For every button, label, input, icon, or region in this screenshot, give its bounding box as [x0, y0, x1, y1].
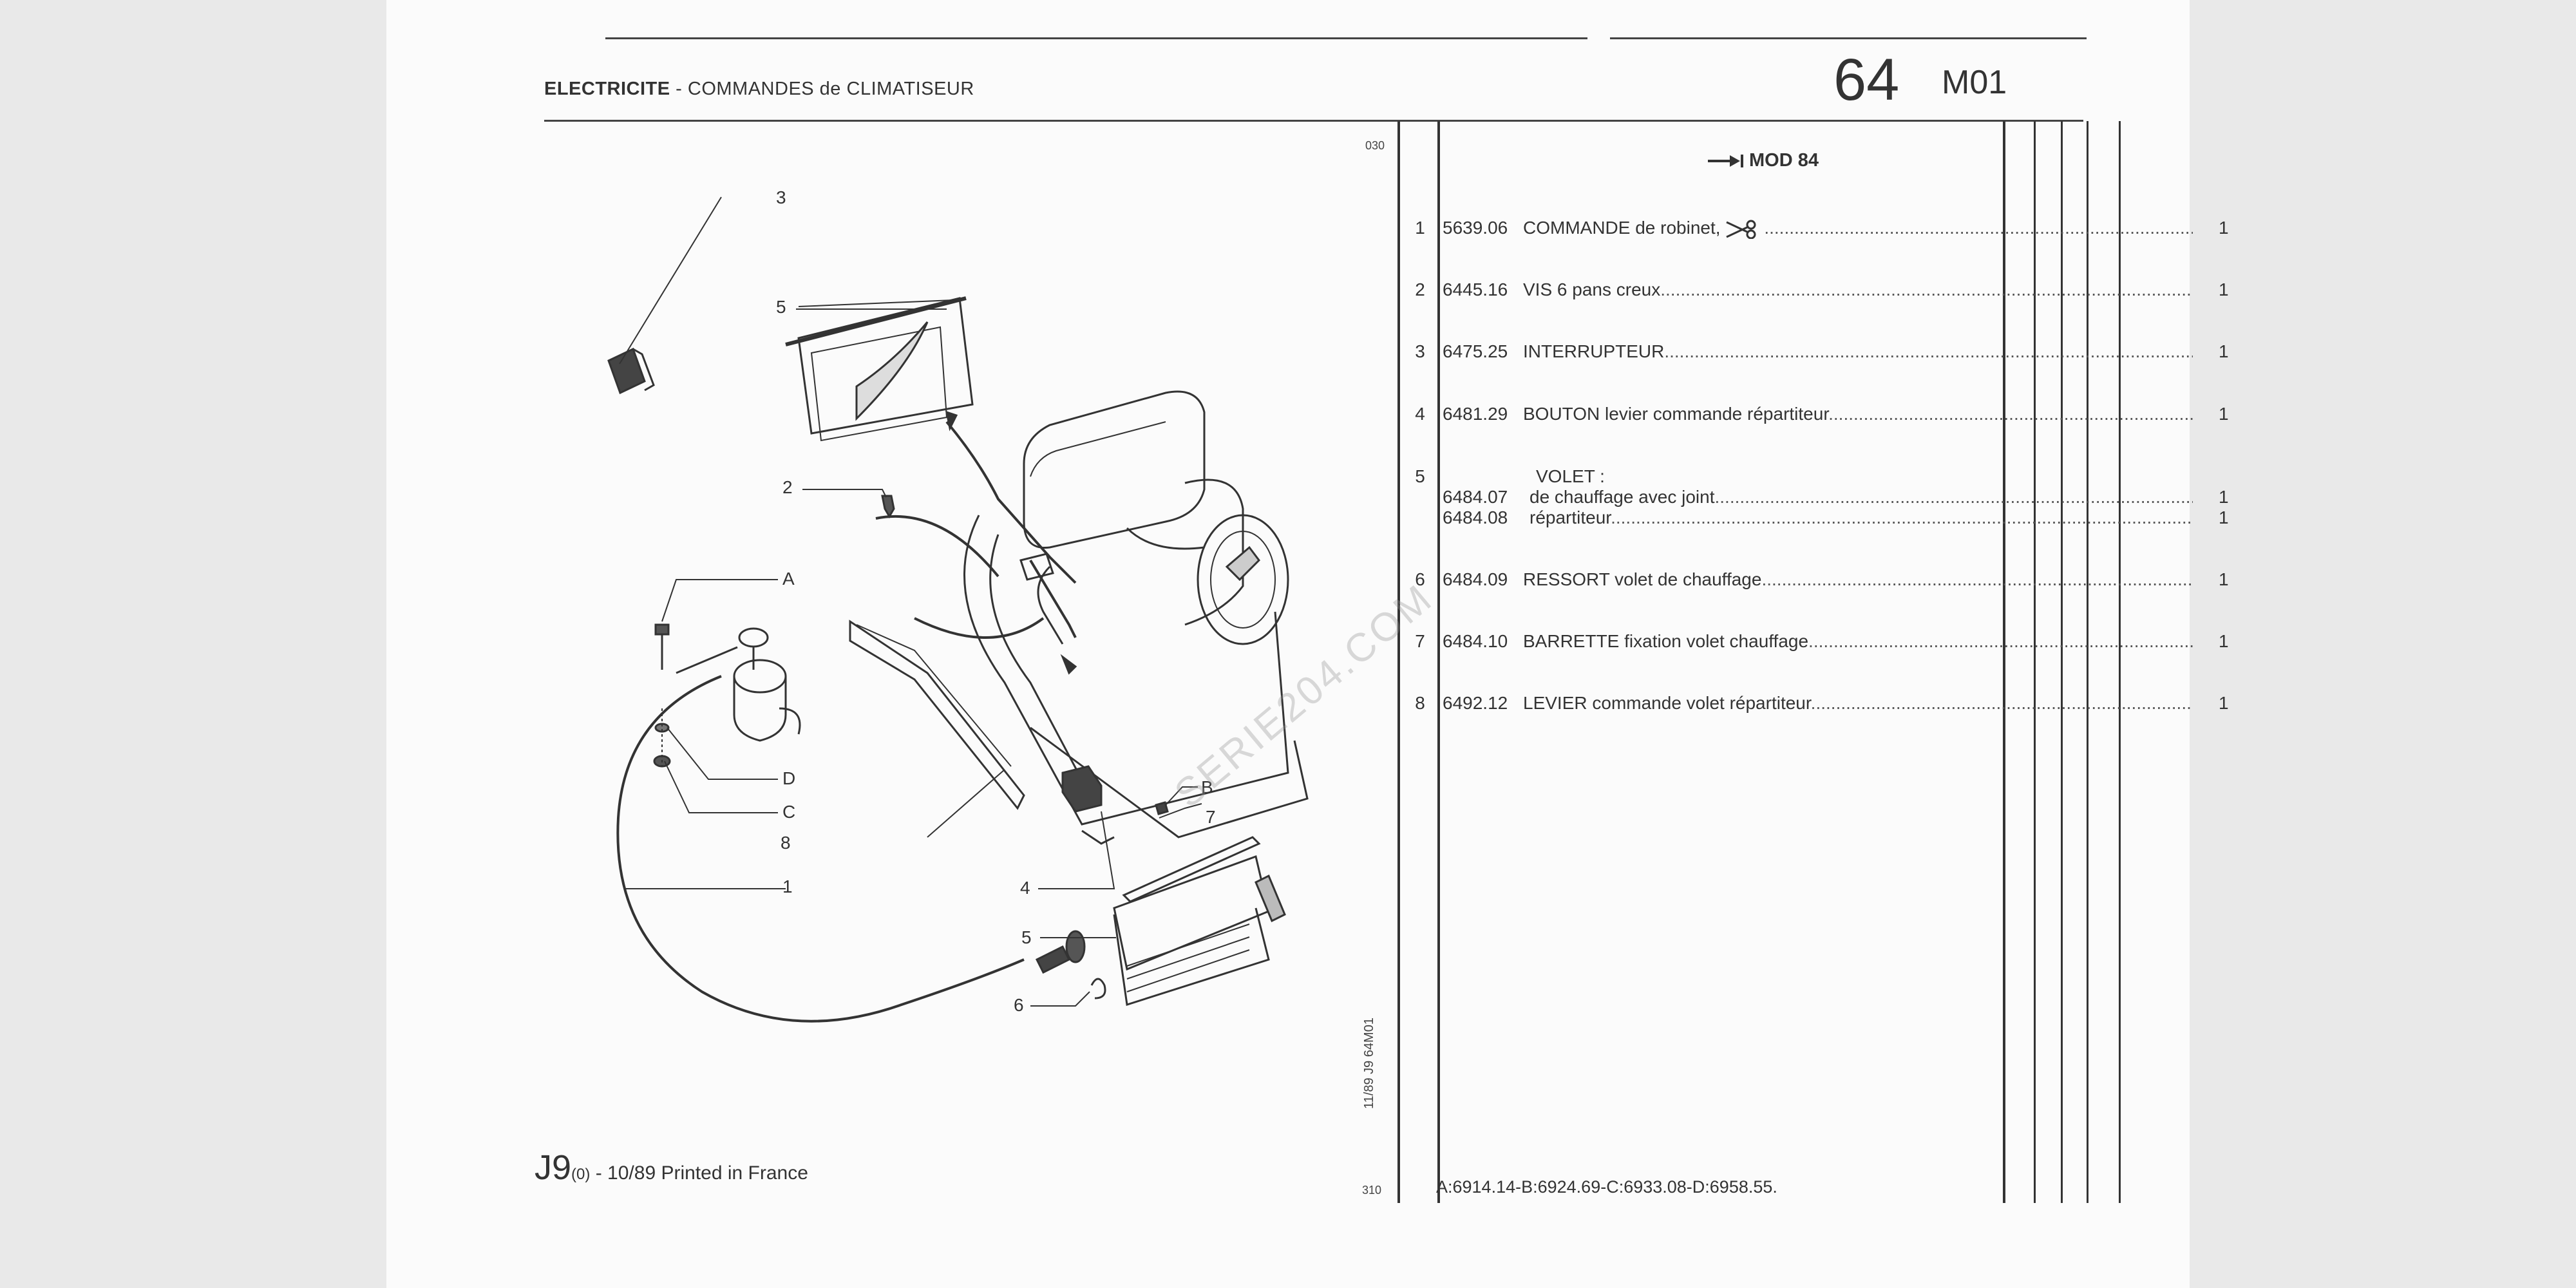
mod-text: MOD 84 — [1749, 150, 1819, 171]
part-ref: 5639.06 — [1443, 218, 1508, 238]
margin-bottom-code: 310 — [1362, 1184, 1382, 1197]
cable-part — [616, 675, 1086, 1023]
header-rule-2 — [1108, 37, 1587, 39]
flap-part-bottom — [1040, 803, 1286, 1006]
table-line-qty-left — [2003, 121, 2005, 1203]
section-title: ELECTRICITE - COMMANDES de CLIMATISEUR — [544, 79, 974, 100]
bolt-washers — [653, 579, 778, 813]
part-desc: VIS 6 pans creux — [1523, 279, 2193, 300]
part-ref: 6445.16 — [1443, 279, 1508, 299]
diagram-label-4: 4 — [1020, 878, 1030, 898]
diagram-label-5-top: 5 — [776, 297, 786, 317]
part-index: 7 — [1415, 631, 1425, 651]
tap-part — [676, 627, 801, 742]
part-ref: 6492.12 — [1443, 693, 1508, 713]
scissors-icon — [1726, 220, 1756, 239]
diagram-label-A: A — [782, 569, 795, 589]
part-desc-heading: VOLET : — [1536, 466, 1605, 486]
table-line-col-3 — [2061, 121, 2063, 1203]
table-line-col-4 — [2087, 121, 2088, 1203]
part-desc: BOUTON levier commande répartiteur — [1523, 404, 2193, 424]
spring-part — [1030, 978, 1106, 1007]
diagram-label-D: D — [782, 768, 795, 788]
diagram-label-3: 3 — [776, 187, 786, 207]
part-index: 3 — [1415, 341, 1425, 361]
diagram-label-1: 1 — [782, 876, 793, 896]
part-desc: COMMANDE de robinet, — [1523, 218, 2193, 239]
part-qty: 1 — [2219, 487, 2229, 507]
part-ref: 6475.25 — [1443, 341, 1508, 361]
part-index: 4 — [1415, 404, 1425, 424]
section-title-rest: - COMMANDES de CLIMATISEUR — [670, 79, 974, 99]
part-ref: 6484.10 — [1443, 631, 1508, 651]
margin-top-code: 030 — [1365, 139, 1385, 152]
footer-variants: A:6914.14-B:6924.69-C:6933.08-D:6958.55. — [1436, 1177, 1777, 1197]
screw-part — [802, 489, 895, 518]
part-index: 2 — [1415, 279, 1425, 299]
page-code: M01 — [1942, 64, 2007, 101]
section-title-bold: ELECTRICITE — [544, 79, 670, 99]
footer-code-suffix: (0) — [571, 1166, 591, 1183]
switch-part — [607, 196, 722, 395]
part-desc: répartiteur — [1530, 507, 2193, 528]
diagram-label-8: 8 — [781, 833, 791, 853]
footer-code: J9 — [535, 1148, 572, 1187]
part-qty: 1 — [2219, 341, 2229, 361]
diagram-label-6: 6 — [1014, 995, 1024, 1015]
flap-part-top — [785, 296, 974, 442]
catalog-page: ELECTRICITE - COMMANDES de CLIMATISEUR 6… — [386, 0, 2229, 1288]
lever-mechanism — [875, 410, 1077, 675]
header-rule-main — [544, 120, 2083, 122]
table-line-left-2 — [1437, 121, 1440, 1203]
header-rule-3 — [1610, 37, 2087, 39]
part-index: 5 — [1415, 466, 1425, 486]
part-ref: 6484.07 — [1443, 487, 1508, 507]
exploded-parts-diagram: 3 5 2 A D C 8 1 4 B 7 5 6 — [607, 187, 1309, 1023]
diagram-label-2: 2 — [782, 477, 793, 497]
part-qty: 1 — [2219, 693, 2229, 713]
arrow-to-bar-icon — [1708, 155, 1743, 168]
part-index: 1 — [1415, 218, 1425, 238]
part-desc: INTERRUPTEUR — [1523, 341, 2193, 362]
footer-print-info: J9(0) - 10/89 Printed in France — [535, 1148, 808, 1188]
table-line-right — [2119, 121, 2121, 1203]
diagram-label-7: 7 — [1206, 807, 1216, 827]
part-ref: 6484.08 — [1443, 507, 1508, 527]
diagram-label-B: B — [1201, 777, 1213, 797]
part-qty: 1 — [2219, 631, 2229, 651]
page-number: 64 — [1833, 47, 1900, 113]
mod-label: MOD 84 — [1707, 150, 1819, 171]
part-qty: 1 — [2219, 404, 2229, 424]
knob-part — [1038, 765, 1115, 889]
part-qty: 1 — [2219, 507, 2229, 527]
part-index: 8 — [1415, 693, 1425, 713]
part-ref: 6481.29 — [1443, 404, 1508, 424]
table-line-qty-right — [2034, 121, 2036, 1203]
diagram-label-5-bottom: 5 — [1021, 927, 1032, 947]
screw-b-part — [1155, 786, 1198, 815]
part-desc: BARRETTE fixation volet chauffage — [1523, 631, 2193, 652]
lever-part — [849, 620, 1025, 838]
part-qty: 1 — [2219, 569, 2229, 589]
footer-printed: - 10/89 Printed in France — [590, 1162, 808, 1184]
heater-housing — [963, 390, 1309, 845]
part-desc: de chauffage avec joint — [1530, 487, 2193, 507]
part-desc: RESSORT volet de chauffage — [1523, 569, 2193, 590]
part-ref: 6484.09 — [1443, 569, 1508, 589]
part-qty: 1 — [2219, 279, 2229, 299]
part-index: 6 — [1415, 569, 1425, 589]
table-line-left-1 — [1397, 121, 1400, 1203]
part-desc: LEVIER commande volet répartiteur — [1523, 693, 2193, 714]
part-desc-text: COMMANDE de robinet, — [1523, 218, 1726, 238]
diagram-label-C: C — [782, 802, 795, 822]
part-qty: 1 — [2219, 218, 2229, 238]
header-rule-1 — [605, 37, 1265, 39]
